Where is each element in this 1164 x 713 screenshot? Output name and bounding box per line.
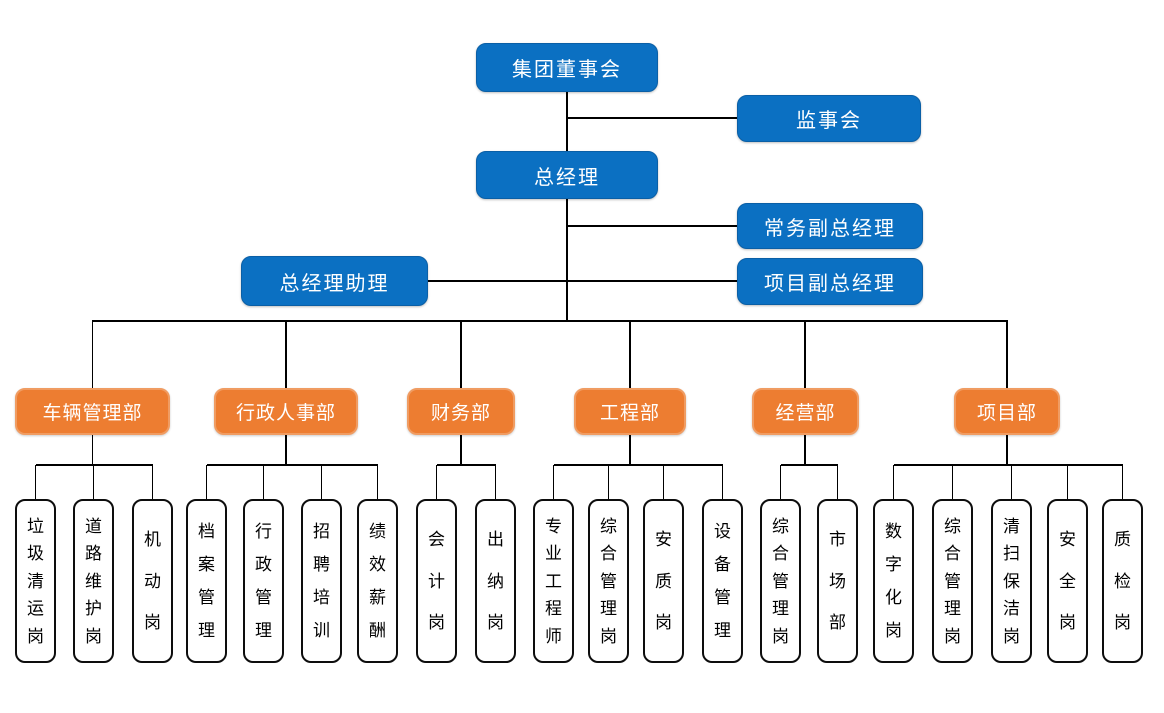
node-pos-digitalization: 数字化岗 xyxy=(873,499,914,663)
connector-pos-drop xyxy=(1066,465,1069,499)
node-dept-project: 项目部 xyxy=(954,388,1060,435)
node-board: 集团董事会 xyxy=(476,43,658,92)
connector-stem-dept3 xyxy=(460,435,462,465)
connector-board-gm xyxy=(566,92,568,151)
connector-stem-dept1 xyxy=(91,435,94,465)
connector-pos-drop xyxy=(494,465,497,499)
node-executive-deputy-gm: 常务副总经理 xyxy=(737,203,923,249)
node-pos-safety: 安全岗 xyxy=(1047,499,1088,663)
connector-gm-trunk xyxy=(566,199,568,322)
node-pos-recruiting-training: 招聘培训 xyxy=(301,499,342,663)
connector-project-deputy xyxy=(567,280,737,282)
node-pos-market: 市场部 xyxy=(817,499,858,663)
connector-pos-drop xyxy=(92,465,95,499)
node-pos-mobile: 机动岗 xyxy=(132,499,173,663)
node-dept-admin-hr: 行政人事部 xyxy=(214,388,358,435)
connector-pos-bus-dept5 xyxy=(780,464,838,466)
connector-pos-drop xyxy=(376,465,379,499)
connector-pos-bus-dept6 xyxy=(893,464,1123,466)
connector-pos-drop xyxy=(151,465,154,499)
connector-drop-dept6 xyxy=(1006,321,1008,388)
connector-gm-assistant xyxy=(428,280,567,282)
connector-stem-dept2 xyxy=(285,435,287,465)
node-gm-assistant-label: 总经理助理 xyxy=(279,272,390,295)
node-pos-equipment-management: 设备管理 xyxy=(702,499,743,663)
connector-pos-drop xyxy=(205,465,208,499)
connector-pos-drop xyxy=(892,465,895,499)
connector-exec-deputy xyxy=(567,225,737,227)
dept-label: 行政人事部 xyxy=(235,403,336,424)
node-dept-operations: 经营部 xyxy=(752,388,859,435)
node-pos-general-management-ops: 综合管理岗 xyxy=(760,499,801,663)
node-gm-assistant: 总经理助理 xyxy=(241,256,428,306)
node-pos-professional-engineer: 专业工程师 xyxy=(533,499,574,663)
node-executive-deputy-gm-label: 常务副总经理 xyxy=(764,217,896,240)
connector-stem-dept4 xyxy=(629,435,631,465)
node-project-deputy-gm: 项目副总经理 xyxy=(737,258,923,305)
node-dept-vehicle-management: 车辆管理部 xyxy=(15,388,170,435)
connector-pos-drop xyxy=(320,465,323,499)
node-supervisory-board: 监事会 xyxy=(737,95,921,142)
node-supervisory-board-label: 监事会 xyxy=(796,110,862,132)
node-dept-finance: 财务部 xyxy=(407,388,515,435)
dept-label: 经营部 xyxy=(775,403,836,424)
node-pos-accountant: 会计岗 xyxy=(416,499,457,663)
connector-pos-drop xyxy=(435,465,438,499)
node-pos-administration: 行政管理 xyxy=(243,499,284,663)
node-dept-engineering: 工程部 xyxy=(574,388,686,435)
connector-pos-drop xyxy=(34,465,37,499)
connector-pos-drop xyxy=(721,465,724,499)
connector-stem-dept6 xyxy=(1006,435,1008,465)
node-pos-cleaning: 清扫保洁岗 xyxy=(991,499,1032,663)
connector-pos-drop xyxy=(1121,465,1124,499)
node-general-manager: 总经理 xyxy=(476,151,658,199)
connector-pos-drop xyxy=(779,465,782,499)
connector-pos-bus-dept4 xyxy=(553,464,723,466)
node-pos-safety-quality: 安质岗 xyxy=(643,499,684,663)
connector-dept-bus xyxy=(92,320,1008,322)
dept-label: 财务部 xyxy=(430,403,491,424)
node-pos-cashier: 出纳岗 xyxy=(475,499,516,663)
node-pos-quality-inspection: 质检岗 xyxy=(1102,499,1143,663)
connector-pos-drop xyxy=(1010,465,1013,499)
connector-drop-dept5 xyxy=(804,321,806,388)
node-pos-garbage-removal: 垃圾清运岗 xyxy=(15,499,56,663)
connector-pos-drop xyxy=(836,465,839,499)
connector-pos-drop xyxy=(262,465,265,499)
connector-pos-drop xyxy=(607,465,610,499)
connector-pos-drop xyxy=(552,465,555,499)
node-project-deputy-gm-label: 项目副总经理 xyxy=(764,273,896,295)
node-pos-general-management-proj: 综合管理岗 xyxy=(932,499,973,663)
connector-drop-dept3 xyxy=(460,321,462,388)
dept-label: 工程部 xyxy=(599,403,660,424)
node-pos-archives: 档案管理 xyxy=(186,499,227,663)
dept-label: 项目部 xyxy=(976,403,1037,424)
connector-stem-dept5 xyxy=(804,435,806,465)
connector-drop-dept4 xyxy=(629,321,631,388)
connector-pos-bus-dept2 xyxy=(206,464,378,466)
node-general-manager-label: 总经理 xyxy=(534,166,600,189)
connector-pos-drop xyxy=(951,465,954,499)
node-pos-performance-payroll: 绩效薪酬 xyxy=(357,499,398,663)
connector-pos-bus-dept3 xyxy=(436,464,496,466)
node-pos-general-management-eng: 综合管理岗 xyxy=(588,499,629,663)
connector-drop-dept1 xyxy=(91,321,94,388)
connector-pos-drop xyxy=(662,465,665,499)
node-pos-road-maintenance: 道路维护岗 xyxy=(73,499,114,663)
connector-supervisory xyxy=(567,117,737,119)
dept-label: 车辆管理部 xyxy=(42,403,143,424)
connector-drop-dept2 xyxy=(285,321,287,388)
node-board-label: 集团董事会 xyxy=(512,59,622,81)
